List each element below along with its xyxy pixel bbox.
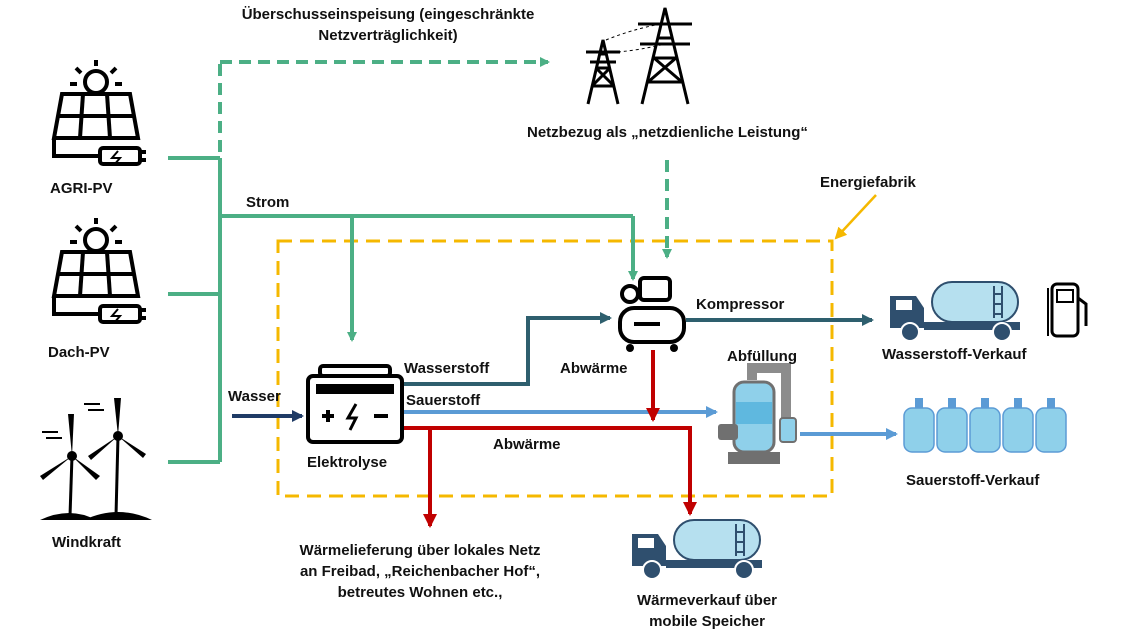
dach-pv-icon (51, 218, 146, 324)
abfuellung-icon (718, 363, 797, 464)
waerme-mobile-label: Wärmeverkauf über mobile Speicher (636, 592, 778, 630)
abwaerme-label-electrolysis: Abwärme (493, 436, 561, 453)
fuel-pump-icon (1047, 282, 1088, 338)
wasser-label: Wasser (228, 388, 281, 405)
agri-pv-label: AGRI-PV (50, 180, 113, 197)
feed-in-label: Überschusseinspeisung (eingeschränkte Ne… (241, 6, 535, 44)
strom-label: Strom (246, 194, 290, 211)
abfuellung-label: Abfüllung (727, 348, 797, 365)
abwaerme-lines (404, 350, 697, 528)
agri-pv-icon (51, 60, 146, 166)
power-pylon-icon (586, 7, 692, 105)
sauerstoff-verkauf-label: Sauerstoff-Verkauf (906, 472, 1040, 489)
netzbezug-label: Netzbezug als „netzdienliche Leistung“ (527, 124, 808, 141)
wasserstoff-arrow (404, 312, 612, 386)
windkraft-label: Windkraft (52, 534, 122, 551)
elektrolyse-icon (306, 364, 404, 444)
wasserstoff-verkauf-label: Wasserstoff-Verkauf (882, 346, 1027, 363)
energiefabrik-label: Energiefabrik (820, 174, 916, 191)
waerme-local-label: Wärmelieferung über lokales Netz an Frei… (299, 542, 541, 601)
power-bus (168, 57, 672, 464)
kompressor-icon (618, 276, 686, 352)
windkraft-icon (40, 398, 152, 520)
elektrolyse-label: Elektrolyse (307, 454, 388, 471)
energiefabrik-pointer-arrow (834, 194, 877, 240)
wasserstoff-truck-icon (890, 281, 1020, 342)
abwaerme-label-compressor: Abwärme (560, 360, 628, 377)
kompressor-label: Kompressor (696, 296, 785, 313)
dach-pv-label: Dach-PV (48, 344, 110, 361)
sauerstoff-label: Sauerstoff (406, 392, 481, 409)
waerme-truck-icon (632, 519, 762, 580)
energiefabrik-boundary (276, 239, 834, 498)
sauerstoff-cylinders-icon (903, 398, 1067, 453)
wasserstoff-label: Wasserstoff (404, 360, 490, 377)
